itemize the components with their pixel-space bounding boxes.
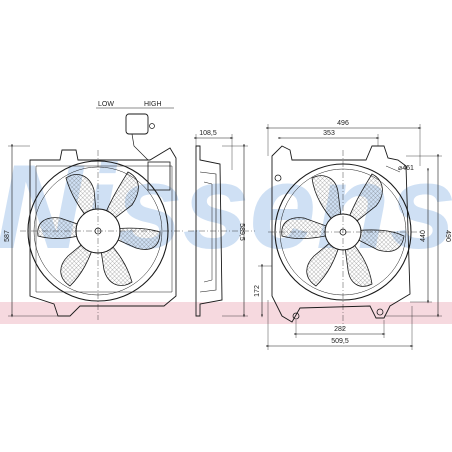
front-view [8,107,185,320]
dim-bottom-span: 282 [334,326,346,333]
watermark-logo: Nissens [0,140,452,274]
dim-side-height: 589,5 [238,223,245,241]
dim-rear-height-inner: 440 [420,230,427,242]
front-shroud [29,147,177,317]
dim-side-depth: 108,5 [199,130,217,137]
dim-front-height: 587 [4,230,11,242]
rear-view [258,124,442,350]
front-shroud-inner [35,165,173,293]
dim-fan-diameter: ⌀461 [398,165,414,172]
side-view [188,134,255,318]
front-motor-box [147,161,171,191]
connector-plug [125,113,149,135]
rear-shroud [271,145,411,323]
dim-rear-width-upper: 353 [323,130,335,137]
dim-bottom-width: 509,5 [331,338,349,345]
dim-rear-height-total: 490 [444,230,451,242]
connector-high-label: HIGH [144,101,162,108]
dim-rear-width-total: 496 [337,120,349,127]
dim-mount-height: 172 [254,285,261,297]
watermark-band [0,302,452,324]
connector-low-label: LOW [98,101,114,108]
side-body [195,145,223,317]
